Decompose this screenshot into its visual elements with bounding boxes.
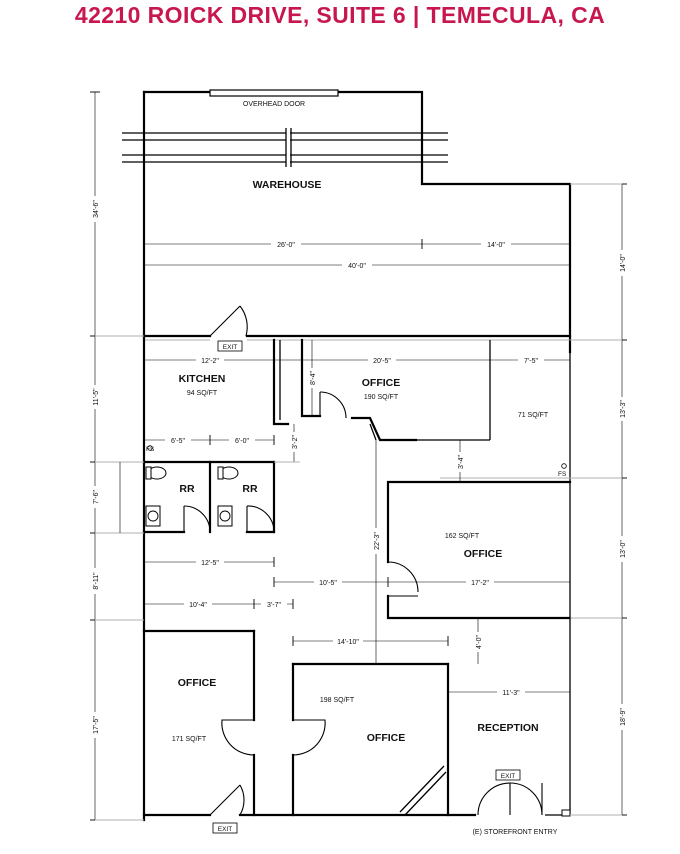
exit-label-bottom: EXIT [218, 826, 232, 833]
area-71-label: 71 SQ/FT [518, 412, 549, 419]
office-center-area-label: 198 SQ/FT [320, 697, 355, 704]
dim-4-0: 4'-0" [476, 635, 483, 649]
dim-6-5: 6'-5" [171, 438, 185, 445]
dim-11-3: 11'-3" [502, 690, 520, 697]
dim-14-0-right: 14'-0" [620, 254, 627, 272]
office-top-area-label: 190 SQ/FT [364, 394, 399, 401]
exit-sign-top [217, 340, 243, 352]
dim-14-10: 14'-10" [337, 639, 359, 646]
rr-label-2: RR [242, 483, 258, 495]
dim-3-4: 3'-4" [458, 455, 465, 469]
office-label-left: OFFICE [178, 677, 217, 689]
dim-7-6: 7'-6" [93, 490, 100, 504]
dim-14-0: 14'-0" [487, 242, 505, 249]
office-right-area-label: 162 SQ/FT [445, 533, 480, 540]
dim-3-2: 3'-2" [292, 435, 299, 449]
room-labels: OVERHEAD DOOR WAREHOUSE EXIT KITCHEN 94 … [146, 101, 567, 836]
dim-12-5: 12'-5" [201, 560, 219, 567]
dim-17-5: 17'-5" [93, 716, 100, 734]
dim-10-4: 10'-4" [189, 602, 207, 609]
office-left-area-label: 171 SQ/FT [172, 736, 207, 743]
dim-10-5: 10'-5" [319, 580, 337, 587]
dim-34-6: 34'-6" [93, 200, 100, 218]
dim-22-3: 22'-3" [374, 532, 381, 550]
exit-sign-bottom [212, 822, 238, 834]
dim-8-11: 8'-11" [93, 572, 100, 590]
dimension-lines [90, 91, 627, 821]
interior-walls [142, 334, 572, 822]
kitchen-area-label: 94 SQ/FT [187, 390, 218, 397]
dim-6-0: 6'-0" [235, 438, 249, 445]
office-label-top: OFFICE [362, 377, 401, 389]
dim-12-2: 12'-2" [201, 358, 219, 365]
kitchen-label: KITCHEN [179, 373, 226, 385]
exit-label-storefront: EXIT [501, 773, 515, 780]
storefront-entry-label: (E) STOREFRONT ENTRY [473, 829, 558, 836]
dim-18-9: 18'-9" [620, 708, 627, 726]
reception-label: RECEPTION [477, 722, 538, 734]
warehouse-label: WAREHOUSE [253, 179, 322, 191]
dim-3-7: 3'-7" [267, 602, 281, 609]
fs-label-right: FS [558, 471, 567, 478]
overhead-door-label: OVERHEAD DOOR [243, 101, 305, 108]
exit-sign-storefront [495, 769, 521, 781]
dim-13-3: 13'-3" [620, 400, 627, 418]
dimension-labels: 26'-0" 14'-0" 40'-0" 34'-6" 14'-0" 12'-2… [91, 196, 627, 738]
dim-20-5: 20'-5" [373, 358, 391, 365]
dim-17-2: 17'-2" [471, 580, 489, 587]
dim-8-4: 8'-4" [310, 371, 317, 385]
fs-label-left: FS [146, 446, 155, 453]
dim-13-0: 13'-0" [620, 540, 627, 558]
dim-11-5: 11'-5" [93, 388, 100, 406]
page-title: 42210 ROICK DRIVE, SUITE 6 | TEMECULA, C… [74, 2, 606, 28]
restroom-fixtures [145, 445, 567, 527]
rr-label-1: RR [179, 483, 195, 495]
office-label-right: OFFICE [464, 548, 503, 560]
dim-7-5: 7'-5" [524, 358, 538, 365]
exit-label-top: EXIT [223, 344, 237, 351]
dim-40-0: 40'-0" [348, 263, 366, 270]
warehouse-area [122, 89, 572, 354]
office-label-center: OFFICE [367, 732, 406, 744]
dim-26-0: 26'-0" [277, 242, 295, 249]
